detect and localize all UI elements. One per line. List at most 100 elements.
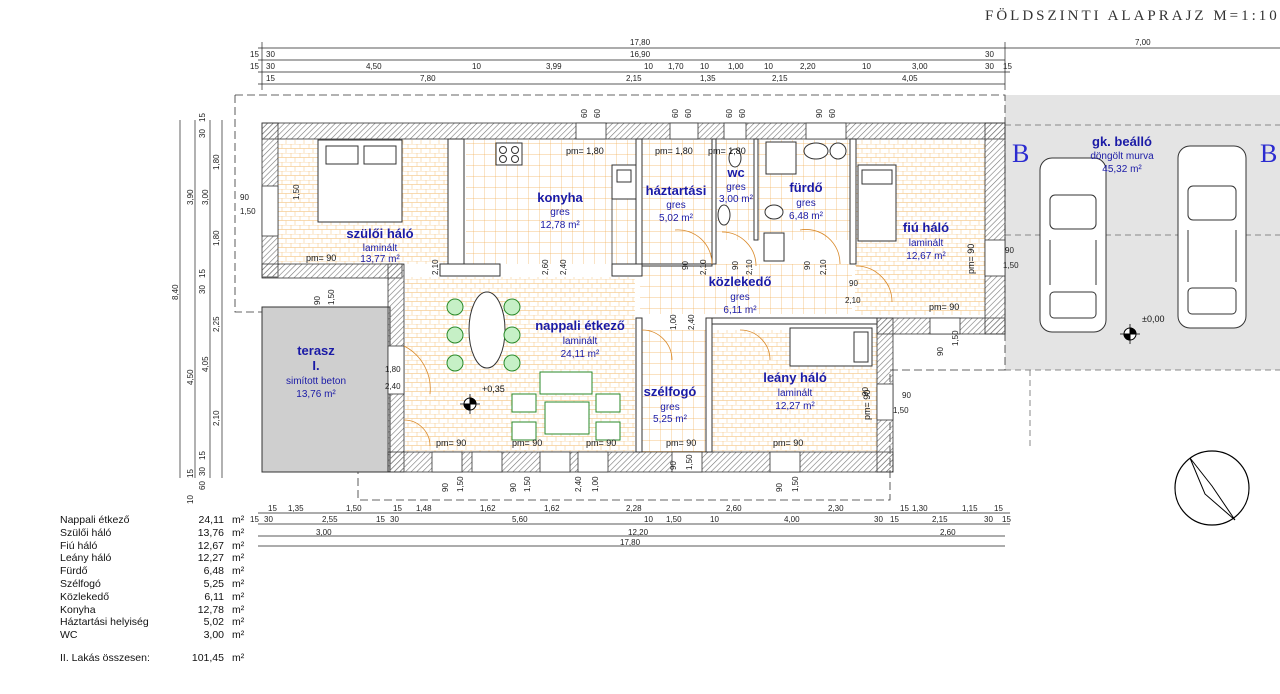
drawing-title: FÖLDSZINTI ALAPRAJZ M=1:10 (985, 8, 1280, 24)
dim-label: 1,15 (962, 504, 978, 513)
level-mark-icon (460, 394, 480, 414)
row-value: 13,76 (197, 526, 224, 539)
dim-label: 15 (393, 504, 402, 513)
dim-label: 2,25 (212, 316, 221, 332)
dim-label: 30 (985, 62, 994, 71)
room-floor: laminált (909, 238, 944, 249)
room-floor: gres (666, 200, 685, 211)
room-area: 6,11 m² (723, 305, 757, 316)
dim-label: 2,15 (626, 74, 642, 83)
dim-label: 90 (849, 279, 858, 288)
row-name: Konyha (60, 603, 96, 616)
room-name-kozlekedo: közlekedő (709, 274, 772, 289)
row-value: 3,00 (203, 629, 224, 642)
dim-label: 12,20 (628, 528, 649, 537)
bed-icon (857, 164, 897, 242)
dim-label: 3,99 (546, 62, 562, 71)
dim-label: 10 (472, 62, 481, 71)
dim-label: 15 (1003, 62, 1012, 71)
row-name: Közlekedő (60, 590, 110, 603)
total-unit: m² (232, 651, 245, 664)
dim-label: 1,50 (456, 476, 465, 492)
parapet-label: pm= 90 (586, 438, 616, 448)
parapet-label: pm= 1,80 (655, 146, 693, 156)
row-value: 12,27 (197, 552, 224, 565)
row-unit: m² (232, 539, 245, 552)
dim-label: 90 (509, 483, 518, 492)
dim-label: 10 (186, 495, 195, 504)
dim-label: 1,50 (1003, 261, 1019, 270)
dim-label: 30 (390, 515, 399, 524)
parapet-label: pm= 1,80 (566, 146, 604, 156)
dim-label: 90 (313, 296, 322, 305)
dim-label: 2,10 (212, 410, 221, 426)
living-furniture (511, 371, 621, 441)
section-mark-b: B (1012, 139, 1029, 168)
row-value: 12,67 (197, 539, 224, 552)
dim-label: 1,50 (346, 504, 362, 513)
room-name-furdo: fürdő (789, 180, 822, 195)
dim-label: 30 (874, 515, 883, 524)
room-name-nappali: nappali étkező (535, 318, 625, 333)
dim-label: 1,48 (416, 504, 432, 513)
dim-label: 90 (240, 193, 249, 202)
level-mark-living: +0,35 (482, 384, 505, 394)
dim-label: 15 (250, 62, 259, 71)
room-name-konyha: konyha (537, 190, 583, 205)
row-value: 24,11 (198, 514, 225, 526)
dim-label: 10 (644, 515, 653, 524)
floor-haztartasi (640, 140, 712, 264)
dim-label: 17,80 (620, 538, 641, 547)
room-area: 12,78 m² (540, 220, 580, 231)
bed-icon (789, 327, 873, 367)
room-floor: laminált (363, 243, 398, 254)
dim-label: 7,80 (420, 74, 436, 83)
row-name: Nappali étkező (60, 514, 130, 526)
parapet-label: pm= 90 (929, 302, 959, 312)
row-unit: m² (232, 565, 245, 578)
dim-label: 1,50 (685, 454, 694, 470)
dim-label: 3,90 (186, 189, 195, 205)
dim-label: 1,00 (728, 62, 744, 71)
dim-top-total: 17,80 (630, 38, 651, 47)
room-floor: laminált (778, 388, 813, 399)
parapet-label: pm= 90 (306, 253, 336, 263)
dim-label: 15 (198, 451, 207, 460)
dim-label: 10 (862, 62, 871, 71)
dim-label: 60 (671, 109, 680, 118)
room-name-leany: leány háló (763, 370, 827, 385)
room-area: 5,02 m² (659, 213, 694, 224)
dimension-lines-bottom (258, 512, 1010, 547)
room-area: 12,27 m² (775, 401, 815, 412)
parapet-label: pm= 1,80 (708, 146, 746, 156)
room-name-fiu: fiú háló (903, 220, 949, 235)
dim-label: 15 (266, 74, 275, 83)
sink-icon (611, 164, 637, 200)
room-area: 5,25 m² (653, 414, 688, 425)
dim-label: 90 (936, 347, 945, 356)
row-name: Szülői háló (60, 526, 112, 539)
dim-label: 2,28 (626, 504, 642, 513)
dim-label: 4,05 (902, 74, 918, 83)
dim-label: 1,50 (893, 406, 909, 415)
room-area: 13,77 m² (360, 254, 400, 265)
dim-label: 15 (376, 515, 385, 524)
dim-label: 30 (198, 129, 207, 138)
room-name-wc: wc (726, 165, 744, 180)
dim-label: 60 (725, 109, 734, 118)
room-area: 12,67 m² (906, 251, 946, 262)
dim-label: 90 (441, 483, 450, 492)
dim-label: 60 (738, 109, 747, 118)
dim-label: 2,40 (385, 382, 401, 391)
room-floor: gres (730, 292, 749, 303)
dim-label: 1,35 (700, 74, 716, 83)
car-icon (1177, 145, 1247, 329)
